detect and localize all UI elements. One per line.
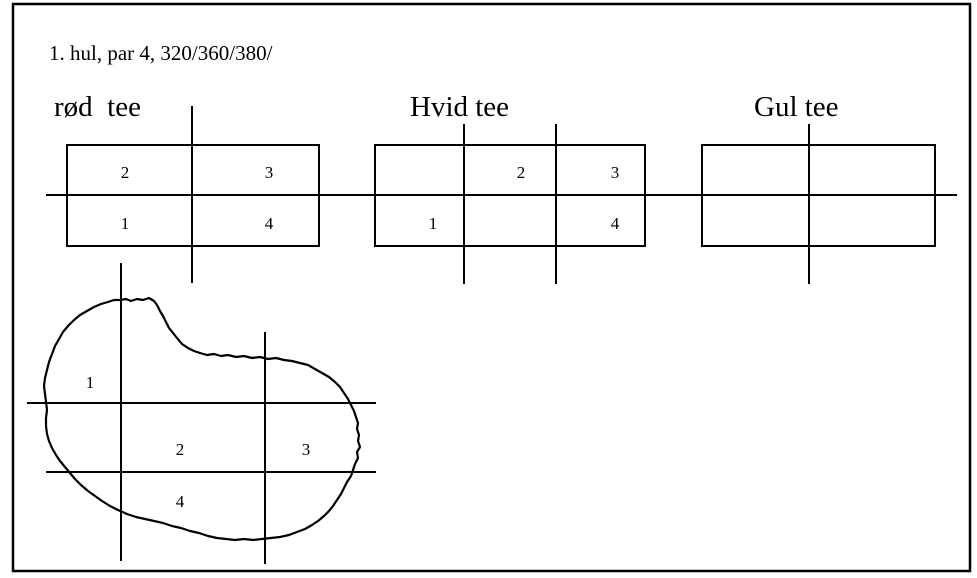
red-tee-label: rød tee <box>54 91 141 123</box>
red-tee-zone-1: 1 <box>121 214 130 233</box>
white-tee-zone-2: 2 <box>517 163 526 182</box>
white-tee-zone-4: 4 <box>611 214 620 233</box>
yellow-tee-box <box>701 144 936 247</box>
yellow-tee-label: Gul tee <box>754 91 839 123</box>
white-tee-zone-3: 3 <box>611 163 620 182</box>
green-outline <box>42 296 362 542</box>
white-tee-zone-1: 1 <box>429 214 438 233</box>
green-zone-4: 4 <box>176 492 185 511</box>
green-zone-1: 1 <box>86 373 95 392</box>
red-tee-zone-3: 3 <box>265 163 274 182</box>
outer-frame <box>11 2 972 573</box>
white-tee-label: Hvid tee <box>410 91 509 123</box>
hole-header: 1. hul, par 4, 320/360/380/ <box>49 41 273 65</box>
green-zone-3: 3 <box>302 440 311 459</box>
green-zone-2: 2 <box>176 440 185 459</box>
red-tee-zone-4: 4 <box>265 214 274 233</box>
red-tee-zone-2: 2 <box>121 163 130 182</box>
white-tee-box <box>374 144 646 247</box>
